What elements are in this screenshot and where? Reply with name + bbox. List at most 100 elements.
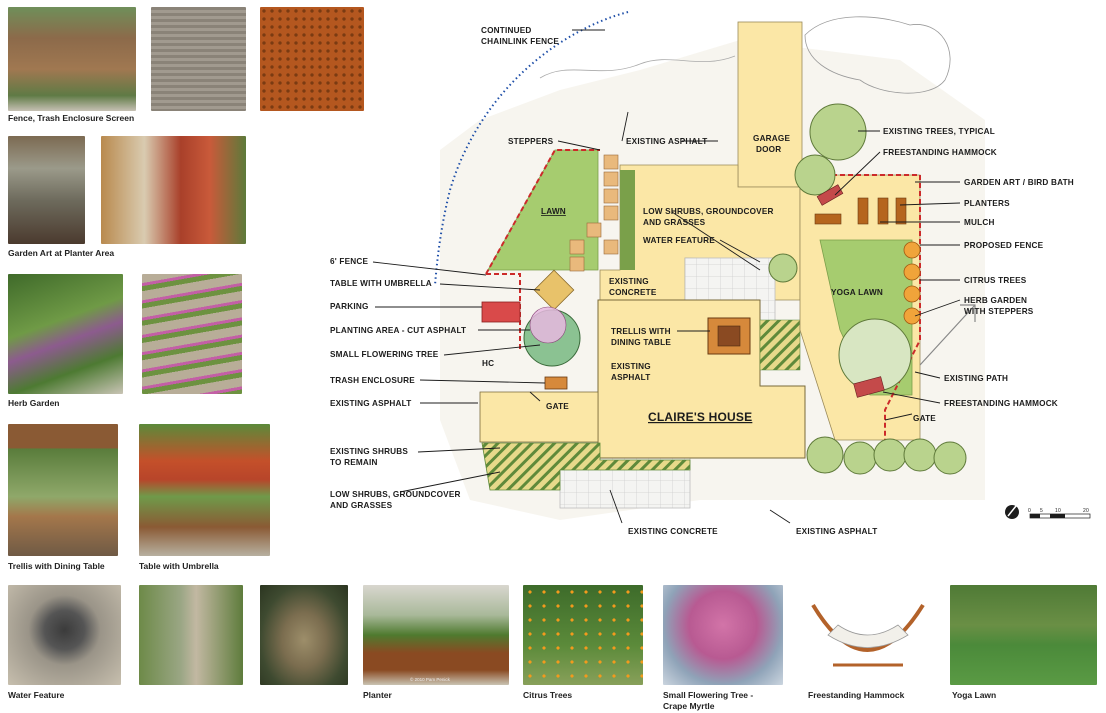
caption-umbrella: Table with Umbrella <box>139 561 219 571</box>
existing-trees <box>768 103 967 475</box>
scale-tick-5: 5 <box>1040 508 1043 514</box>
label-proposed-fence: PROPOSED FENCE <box>964 241 1044 250</box>
photo-hammock <box>803 585 932 685</box>
label-trellis-1: TRELLIS WITH <box>611 327 671 336</box>
photo-citrus <box>523 585 643 685</box>
label-garage-1: GARAGE <box>753 134 790 143</box>
photo-planter <box>363 585 509 685</box>
caption-citrus: Citrus Trees <box>523 690 573 700</box>
label-parking: PARKING <box>330 302 369 311</box>
label-herb-garden-1: HERB GARDEN <box>964 296 1027 305</box>
paving-west <box>479 391 599 443</box>
label-low-shrubs-bottom-1: LOW SHRUBS, GROUNDCOVER <box>330 490 461 499</box>
label-gate-right: GATE <box>913 414 936 423</box>
label-hammock-top: FREESTANDING HAMMOCK <box>883 148 997 157</box>
north-arrow-needle <box>1007 505 1017 517</box>
photo-fence-3 <box>260 7 364 111</box>
table-umbrella-icon <box>533 269 575 311</box>
label-planting-area: PLANTING AREA - CUT ASPHALT <box>330 326 466 335</box>
label-chainlink-1: CONTINUED <box>481 26 531 35</box>
label-herb-garden-2: WITH STEPPERS <box>964 307 1034 316</box>
label-existing-concrete-center-2: CONCRETE <box>609 288 657 297</box>
label-lawn: LAWN <box>541 207 566 216</box>
label-low-shrubs-bottom-2: AND GRASSES <box>330 501 393 510</box>
label-mulch: MULCH <box>964 218 995 227</box>
label-trellis-2: DINING TABLE <box>611 338 671 347</box>
proposed-fence-left <box>485 149 600 275</box>
hammock-bottom-icon <box>853 376 885 398</box>
site-plan: 0 5 10 20 CONTINUED CH <box>330 11 1091 536</box>
low-shrubs-center <box>759 319 801 371</box>
label-planters: PLANTERS <box>964 199 1010 208</box>
planters <box>814 197 907 225</box>
photo-herb-garden-1 <box>8 274 123 394</box>
existing-path-arrow <box>919 304 976 366</box>
label-water-feature: WATER FEATURE <box>643 236 715 245</box>
low-shrubs-bottom <box>481 442 691 491</box>
photo-garden-art-2 <box>101 136 246 244</box>
caption-fence: Fence, Trash Enclosure Screen <box>8 113 135 123</box>
photo-water-feature-1 <box>8 585 121 685</box>
label-existing-path: EXISTING PATH <box>944 374 1008 383</box>
caption-flowering-tree-1: Small Flowering Tree - <box>663 690 754 700</box>
label-trash-enclosure: TRASH ENCLOSURE <box>330 376 415 385</box>
scale-bar: 0 5 10 20 <box>1028 508 1091 519</box>
label-existing-concrete-center-1: EXISTING <box>609 277 649 286</box>
planting-strip-north <box>620 170 635 270</box>
garage <box>737 21 803 188</box>
label-hammock-bottom: FREESTANDING HAMMOCK <box>944 399 1058 408</box>
scale-tick-0: 0 <box>1028 508 1031 514</box>
label-steppers: STEPPERS <box>508 137 554 146</box>
scale-tick-10: 10 <box>1055 508 1061 514</box>
boundary-line <box>539 55 736 79</box>
label-small-flowering-tree: SMALL FLOWERING TREE <box>330 350 439 359</box>
scale-tick-20: 20 <box>1083 508 1089 514</box>
label-existing-shrubs-2: TO REMAIN <box>330 458 378 467</box>
caption-flowering-tree-2: Crape Myrtle <box>663 701 715 711</box>
caption-garden-art: Garden Art at Planter Area <box>8 248 115 258</box>
label-existing-concrete-bottom: EXISTING CONCRETE <box>628 527 718 536</box>
hammock-top-icon <box>816 184 844 206</box>
photo-yoga-lawn <box>950 585 1097 685</box>
photo-water-feature-3 <box>260 585 348 685</box>
label-yoga-lawn: YOGA LAWN <box>831 288 883 297</box>
leader-lines <box>372 29 961 524</box>
label-existing-asphalt-bottom: EXISTING ASPHALT <box>796 527 877 536</box>
label-table-umbrella: TABLE WITH UMBRELLA <box>330 279 432 288</box>
photo-herb-garden-2 <box>142 274 242 394</box>
photo-umbrella <box>139 424 270 556</box>
label-existing-shrubs-1: EXISTING SHRUBS <box>330 447 408 456</box>
photo-fence-2 <box>151 7 246 111</box>
photo-flowering-tree <box>663 585 783 685</box>
caption-water-feature: Water Feature <box>8 690 65 700</box>
citrus-trees <box>903 241 921 325</box>
label-citrus-trees: CITRUS TREES <box>964 276 1027 285</box>
label-garage-2: DOOR <box>756 145 781 154</box>
dining-table-icon <box>717 325 741 347</box>
photo-fence-1 <box>8 7 136 111</box>
photo-trellis <box>8 424 118 556</box>
label-existing-asphalt-top: EXISTING ASPHALT <box>626 137 707 146</box>
label-house: CLAIRE'S HOUSE <box>648 410 752 424</box>
six-foot-fence <box>486 273 521 350</box>
label-low-shrubs-center-1: LOW SHRUBS, GROUNDCOVER <box>643 207 774 216</box>
parking-icon <box>481 301 521 323</box>
label-hc: HC <box>482 359 494 368</box>
proposed-fence-right <box>800 174 921 440</box>
caption-hammock: Freestanding Hammock <box>808 690 905 700</box>
hammock-drawing <box>811 603 925 667</box>
label-chainlink-2: CHAINLINK FENCE <box>481 37 559 46</box>
caption-planter: Planter <box>363 690 392 700</box>
label-garden-art: GARDEN ART / BIRD BATH <box>964 178 1074 187</box>
existing-tree-outline <box>804 16 951 94</box>
flowering-canopy-icon <box>529 306 567 344</box>
label-gate-left: GATE <box>546 402 569 411</box>
steppers <box>569 154 619 272</box>
label-existing-asphalt-center-1: EXISTING <box>611 362 651 371</box>
caption-yoga-lawn: Yoga Lawn <box>952 690 997 700</box>
label-existing-asphalt-center-2: ASPHALT <box>611 373 650 382</box>
label-low-shrubs-center-2: AND GRASSES <box>643 218 706 227</box>
photo-credit: © 2010 Pam Penick <box>410 677 450 682</box>
trash-enclosure-icon <box>544 376 568 390</box>
chainlink-fence <box>434 11 629 286</box>
